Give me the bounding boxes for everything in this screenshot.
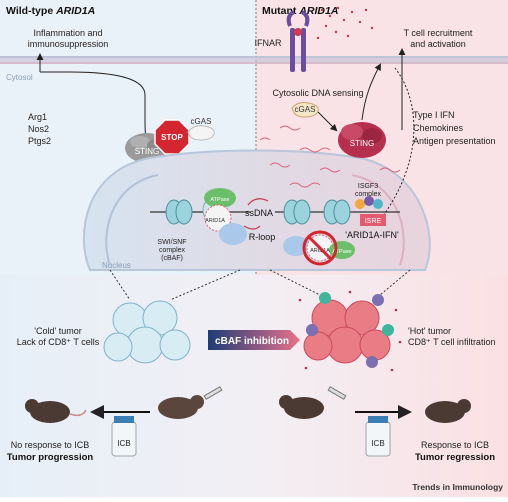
sting-to-ifnar-arrow bbox=[361, 63, 381, 121]
cold-tumor-icon bbox=[103, 300, 191, 364]
rloop-label: R-loop bbox=[249, 232, 276, 242]
sting-right-label: STING bbox=[350, 139, 374, 148]
icb-vial-right-icon bbox=[365, 416, 391, 457]
tumor-progression-label: Tumor progression bbox=[7, 452, 94, 463]
syringe-left-icon bbox=[203, 386, 223, 400]
gene-ptgs2: Ptgs2 bbox=[28, 136, 51, 146]
rloop-strand bbox=[243, 225, 261, 230]
arid1a-right-label: ARID1A bbox=[310, 248, 330, 254]
response-label: Response to ICB bbox=[421, 440, 489, 450]
right-panel-title: Mutant ARID1A bbox=[262, 5, 338, 17]
tumor-regression-label: Tumor regression bbox=[415, 452, 495, 463]
left-panel-title: Wild-type ARID1A bbox=[6, 5, 95, 17]
cgas-to-sting-arrow bbox=[317, 111, 338, 132]
cgas-right-icon bbox=[291, 102, 319, 118]
sting-left-label: STING bbox=[135, 147, 159, 156]
nucleosome-right-1-icon bbox=[283, 199, 311, 225]
icb-left-label: ICB bbox=[117, 439, 130, 448]
effect-type1-ifn: Type I IFN bbox=[413, 110, 455, 120]
cytosol-label: Cytosol bbox=[6, 73, 33, 82]
hot-tumor-particles bbox=[298, 290, 402, 372]
arid1a-left-label: ARID1A bbox=[205, 218, 225, 224]
atpase-right-label: ATPase bbox=[332, 249, 351, 255]
cgas-left-icon bbox=[187, 125, 215, 141]
cgas-right-label: cGAS bbox=[295, 105, 316, 114]
syringe-right-icon bbox=[327, 386, 347, 400]
mouse-right-near-icon bbox=[279, 395, 324, 419]
nucleosome-left-1-icon bbox=[165, 199, 193, 225]
nucleus bbox=[82, 149, 431, 271]
cytosolic-dna-fragments bbox=[259, 125, 401, 188]
isre-label: ISRE bbox=[365, 218, 382, 225]
mouse-right-far-icon bbox=[425, 399, 471, 423]
isre-element bbox=[360, 214, 386, 226]
dna-sensing-label: Cytosolic DNA sensing bbox=[272, 88, 363, 98]
ssdna-label: ssDNA bbox=[245, 208, 273, 218]
gene-arg1: Arg1 bbox=[28, 112, 47, 122]
cd8-t-cell-icons bbox=[306, 292, 394, 368]
icb-vial-left-icon bbox=[111, 416, 137, 457]
gene-nos2: Nos2 bbox=[28, 124, 49, 134]
ifn-particles bbox=[316, 6, 374, 40]
ifnar-label: IFNAR bbox=[255, 38, 283, 48]
cell-membrane bbox=[0, 56, 508, 64]
journal-label: Trends in Immunology bbox=[412, 482, 503, 492]
arid1a-ifn-label: 'ARID1A-IFN' bbox=[345, 230, 399, 240]
ssdna-strand bbox=[247, 198, 269, 206]
isgf3-complex-icon bbox=[355, 196, 383, 209]
no-response-label: No response to ICB bbox=[11, 440, 90, 450]
stop-label: STOP bbox=[161, 133, 183, 142]
nucleosome-right-2-icon bbox=[323, 199, 351, 225]
hot-tumor-icon bbox=[303, 299, 391, 364]
effect-antigen-presentation: Antigen presentation bbox=[413, 136, 496, 146]
icb-right-label: ICB bbox=[371, 439, 384, 448]
cgas-left-label: cGAS bbox=[191, 117, 212, 126]
cbaf-inhibition-arrow bbox=[208, 330, 300, 350]
ifnar-to-isre-arrow bbox=[378, 67, 415, 222]
bottom-panel bbox=[0, 275, 508, 497]
cbaf-inhibition-label: cBAF inhibition bbox=[215, 336, 289, 347]
swisnf-complex-icon bbox=[204, 188, 247, 245]
mouse-left-near-icon bbox=[158, 395, 204, 419]
mouse-left-far-icon bbox=[25, 399, 87, 423]
nucleus-label: Nucleus bbox=[102, 261, 131, 270]
sting-right-icon bbox=[338, 122, 386, 158]
ifnar-receptor-icon bbox=[286, 10, 310, 72]
effect-chemokines: Chemokines bbox=[413, 123, 464, 133]
prohibited-icon bbox=[302, 230, 338, 266]
atpase-left-label: ATPase bbox=[210, 197, 229, 203]
